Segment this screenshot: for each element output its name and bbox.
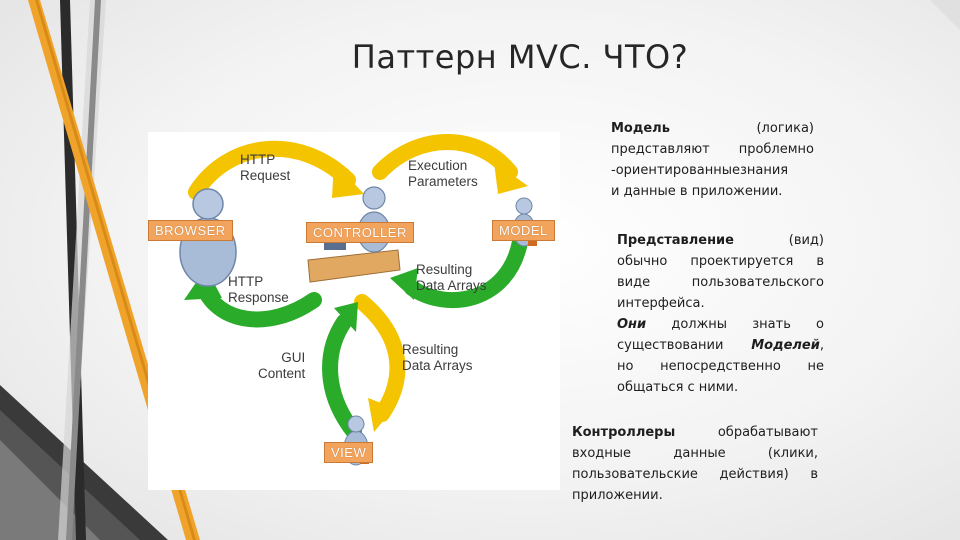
view-line-6-pre: существовании — [617, 338, 724, 353]
view-line-2: обычно проектируется в — [617, 254, 824, 269]
model-paren: (логика) — [756, 121, 814, 136]
view-description: Представление (вид) обычно проектируется… — [617, 230, 824, 398]
model-to-controller-arrow — [404, 234, 528, 309]
slide-title: Паттерн MVC. ЧТО? — [351, 38, 689, 76]
mvc-diagram: HTTP Request Execution Parameters HTTP R… — [148, 132, 560, 490]
view-box: VIEW — [324, 442, 374, 463]
view-to-controller-arrow — [322, 314, 362, 440]
controller-to-view-arrowhead — [368, 398, 394, 432]
http-request-arrow — [188, 140, 356, 200]
resulting-data-arrays-label-bottom: Resulting Data Arrays — [402, 342, 473, 373]
gui-content-label: GUI Content — [258, 350, 306, 381]
execution-params-arrow — [372, 134, 518, 180]
model-line-2: представляют проблемно — [611, 142, 814, 157]
controller-rest-1: обрабатывают — [717, 425, 818, 440]
execution-parameters-label: Execution Parameters — [408, 158, 478, 189]
model-box: MODEL — [492, 220, 555, 241]
execution-params-arrowhead — [494, 162, 528, 194]
view-line-3: виде пользовательского — [617, 275, 824, 290]
view-to-controller-arrowhead — [334, 302, 358, 332]
controller-box: CONTROLLER — [306, 222, 414, 243]
http-request-arrowhead — [332, 162, 364, 198]
view-term: Представление — [617, 233, 734, 248]
model-to-controller-arrowhead — [390, 268, 418, 300]
controller-line-2: входные данные (клики, — [572, 446, 818, 461]
controller-description: Контроллеры обрабатывают входные данные … — [572, 422, 818, 506]
view-line-8: общаться с ними. — [617, 380, 739, 395]
model-description: Модель (логика) представляют проблемно -… — [611, 118, 814, 202]
model-term: Модель — [611, 121, 670, 136]
view-models-em: Моделей — [751, 338, 820, 353]
model-line-3: -ориентированныезнания — [611, 163, 789, 178]
view-line-4: интерфейса. — [617, 296, 705, 311]
model-line-4: и данные в приложении. — [611, 184, 783, 199]
view-line-5-rest: должны знать о — [671, 317, 824, 332]
resulting-data-arrays-label-top: Resulting Data Arrays — [416, 262, 487, 293]
controller-term: Контроллеры — [572, 425, 676, 440]
view-they-em: Они — [617, 317, 647, 332]
view-line-7: но непосредственно не — [617, 359, 824, 374]
http-request-label: HTTP Request — [240, 152, 291, 183]
view-line-6-post: , — [819, 338, 824, 353]
view-paren: (вид) — [788, 233, 824, 248]
controller-to-view-arrow — [354, 294, 406, 422]
http-response-label: HTTP Response — [228, 274, 289, 305]
controller-line-3: пользовательские действия) в — [572, 467, 818, 482]
controller-line-4: приложении. — [572, 488, 663, 503]
browser-box: BROWSER — [148, 220, 233, 241]
